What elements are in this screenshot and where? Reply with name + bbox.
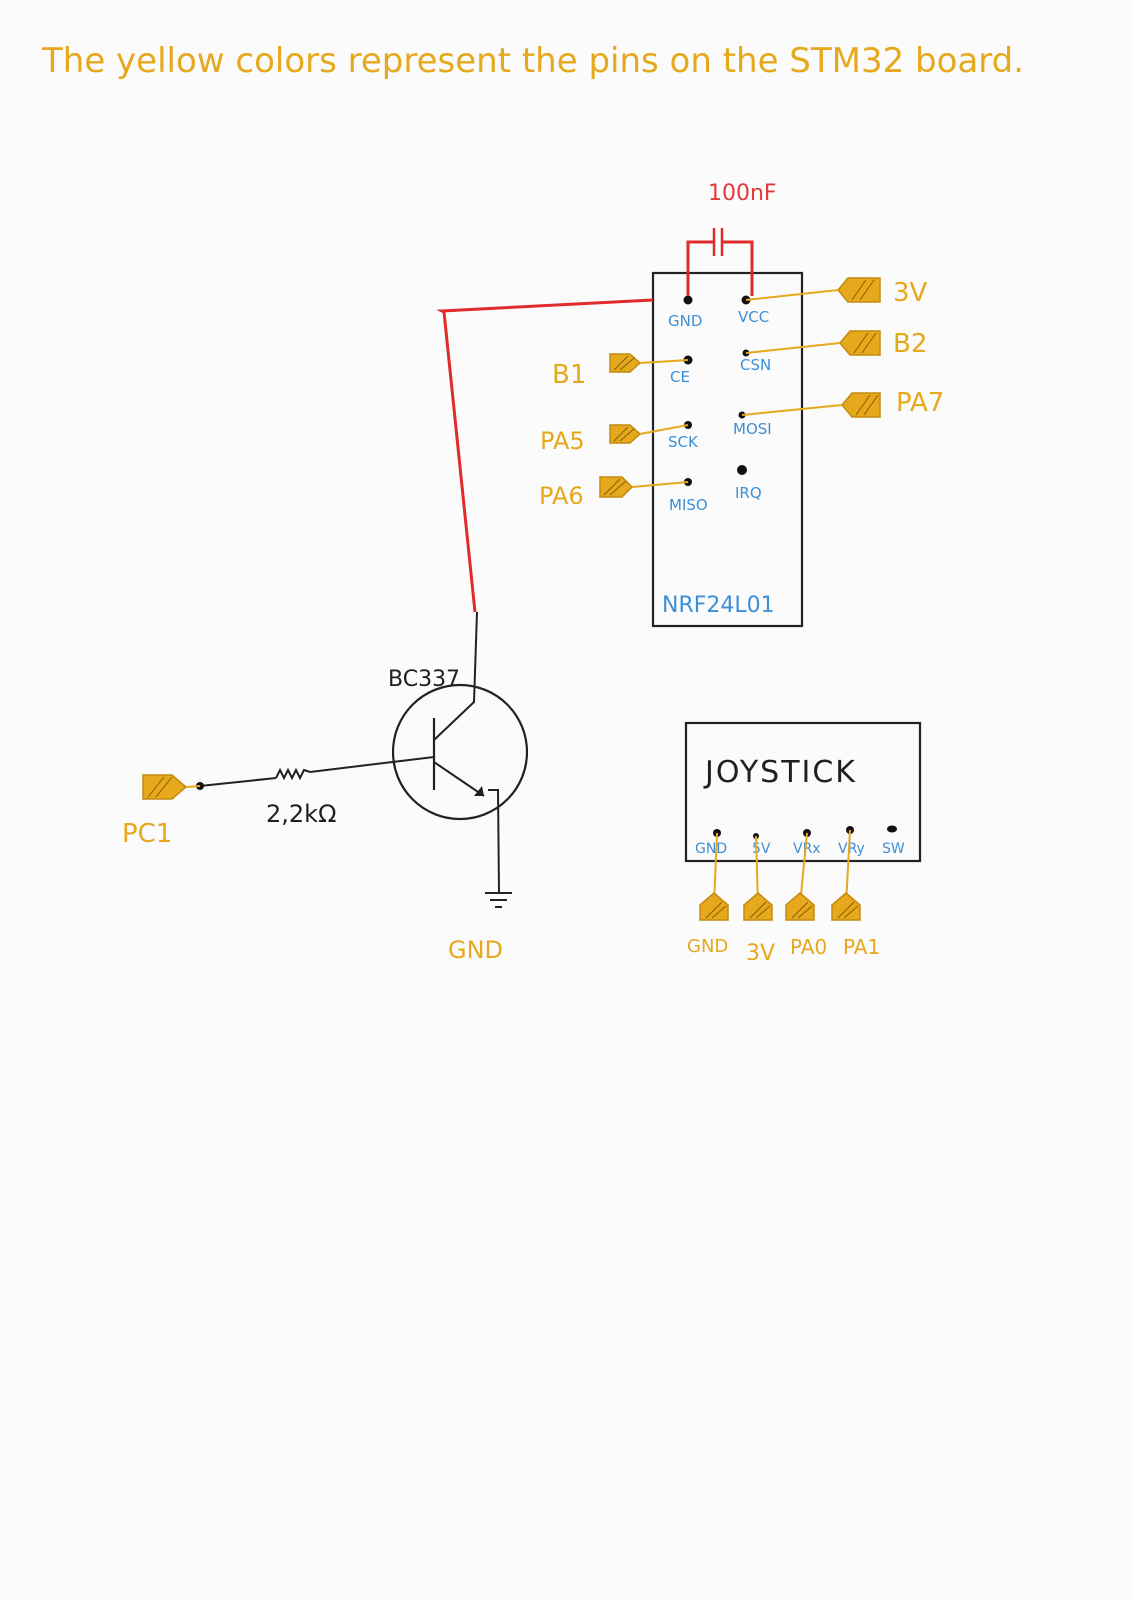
stm32-pin-pa7 bbox=[841, 392, 881, 418]
stm32-pin-3v-nrf-label: 3V bbox=[893, 278, 928, 308]
stm32-pin-b2-label: B2 bbox=[893, 329, 927, 359]
stm32-pin-pc1 bbox=[142, 774, 188, 800]
wire-pa5-sck bbox=[639, 424, 689, 435]
stm32-pin-pc1-label: PC1 bbox=[122, 819, 172, 849]
transistor-part-label: BC337 bbox=[388, 667, 460, 692]
stm32-pin-3v-joy-label: 3V bbox=[746, 941, 775, 966]
capacitor bbox=[686, 228, 754, 296]
nrf-pin-mosi-label: MOSI bbox=[733, 420, 772, 438]
nrf-pin-sck-label: SCK bbox=[668, 433, 699, 451]
nrf-pin-csn-label: CSN bbox=[740, 356, 771, 374]
nrf-pin-gnd-dot bbox=[683, 295, 693, 305]
joystick-pin-sw-dot bbox=[887, 825, 897, 833]
nrf-pin-irq-label: IRQ bbox=[735, 484, 762, 502]
joystick-label: JOYSTICK bbox=[703, 755, 857, 790]
stm32-pin-gnd-joy bbox=[699, 892, 729, 921]
wire-b1-ce bbox=[639, 359, 689, 364]
joystick-pin-vry-label: VRy bbox=[838, 841, 865, 857]
nrf-pin-miso-label: MISO bbox=[669, 496, 708, 514]
nrf-pin-irq-dot bbox=[737, 465, 747, 475]
stm32-pin-pa0-label: PA0 bbox=[790, 935, 827, 959]
stm32-pin-pa5-label: PA5 bbox=[540, 427, 585, 455]
stm32-pin-pa7-label: PA7 bbox=[896, 388, 944, 418]
wire-resistor-to-base bbox=[309, 756, 435, 773]
joystick-pin-gnd-label: GND bbox=[695, 841, 727, 857]
resistor-value: 2,2kΩ bbox=[266, 800, 336, 828]
wire-b2-csn bbox=[745, 342, 841, 354]
wire-pc1-pad bbox=[185, 785, 201, 788]
stm32-pin-pa1-label: PA1 bbox=[843, 935, 880, 959]
wire-joy-vry bbox=[845, 829, 851, 906]
resistor bbox=[275, 767, 311, 781]
stm32-pin-3v-joy bbox=[743, 892, 773, 921]
wire-pa7-mosi bbox=[741, 404, 843, 416]
stm32-pin-gnd-joy-label: GND bbox=[687, 936, 728, 957]
wire-3v-vcc bbox=[745, 289, 839, 301]
transistor-bc337 bbox=[391, 683, 529, 821]
joystick-pin-vrx-label: VRx bbox=[793, 841, 821, 857]
nrf24l01-module bbox=[651, 271, 804, 628]
ground-symbol bbox=[485, 892, 512, 908]
stm32-pin-pa6 bbox=[599, 476, 634, 498]
transistor-collector bbox=[433, 611, 478, 741]
stm32-pin-pa0 bbox=[785, 892, 815, 921]
stm32-pin-pa5 bbox=[609, 424, 642, 444]
stm32-pin-b1 bbox=[609, 353, 642, 373]
emitter-to-ground-wire bbox=[488, 789, 500, 894]
nrf24l01-label: NRF24L01 bbox=[662, 593, 775, 618]
stm32-pin-b2 bbox=[839, 330, 881, 356]
transistor-emitter bbox=[433, 761, 485, 797]
joystick-pin-sw-label: SW bbox=[882, 841, 905, 857]
stm32-pin-pa6-label: PA6 bbox=[539, 482, 584, 510]
ground-label: GND bbox=[448, 936, 503, 964]
nrf-pin-vcc-label: VCC bbox=[738, 308, 769, 326]
header-note: The yellow colors represent the pins on … bbox=[41, 41, 1024, 81]
wire-pc1-to-resistor bbox=[199, 777, 277, 787]
wire-pa6-miso bbox=[631, 481, 689, 488]
nrf-pin-ce-label: CE bbox=[670, 368, 690, 386]
nrf-pin-gnd-label: GND bbox=[668, 312, 702, 330]
stm32-pin-pa1 bbox=[831, 892, 861, 921]
capacitor-value: 100nF bbox=[708, 181, 777, 206]
joystick-pin-5v-label: 5V bbox=[752, 841, 771, 857]
wire-nrf-gnd-to-collector bbox=[436, 298, 654, 613]
wire-joy-vrx bbox=[799, 832, 808, 906]
stm32-pin-3v-nrf bbox=[837, 277, 881, 303]
joystick-module bbox=[684, 721, 922, 863]
stm32-pin-b1-label: B1 bbox=[552, 360, 586, 390]
